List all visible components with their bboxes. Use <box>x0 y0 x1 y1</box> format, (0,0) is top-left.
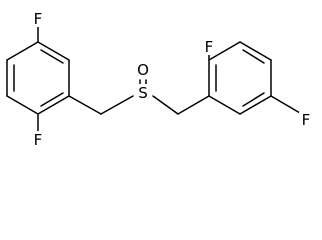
left-benzene-ring <box>6 41 70 115</box>
bond <box>239 41 272 61</box>
atom-f-bottom-left: F <box>31 131 45 149</box>
bond <box>208 95 241 115</box>
double-bond-inner-line <box>242 49 265 64</box>
atom-label-f: F <box>302 111 311 129</box>
double-bond-inner-line <box>40 49 64 64</box>
double-bond-inner-line <box>242 92 265 107</box>
bond <box>6 95 39 115</box>
atom-label-o: O <box>137 61 149 79</box>
bond <box>6 41 39 61</box>
bond-ch2-s-left <box>100 95 134 115</box>
bond <box>37 95 70 115</box>
bond <box>208 41 241 61</box>
chemical-structure: F F S O F F <box>6 10 313 149</box>
atom-f-top-right: F <box>202 38 216 56</box>
bond <box>37 41 70 61</box>
bond-ring-ch2-left <box>68 95 102 115</box>
atom-label-s: S <box>138 84 148 102</box>
atom-f-top-left: F <box>31 10 45 28</box>
atom-label-f: F <box>34 131 43 149</box>
atom-s: S <box>135 84 150 102</box>
atom-label-f: F <box>34 10 43 28</box>
right-benzene-ring <box>208 41 272 115</box>
atom-label-f: F <box>205 38 214 56</box>
double-bond-inner-line <box>40 92 64 107</box>
bond <box>239 95 272 115</box>
bond-s-ch2-right <box>152 95 179 115</box>
bond-c-f-bottom-right <box>270 95 301 114</box>
atom-o: O <box>135 61 151 79</box>
bond-ch2-ring-right <box>177 95 210 115</box>
atom-f-bottom-right: F <box>299 111 313 129</box>
